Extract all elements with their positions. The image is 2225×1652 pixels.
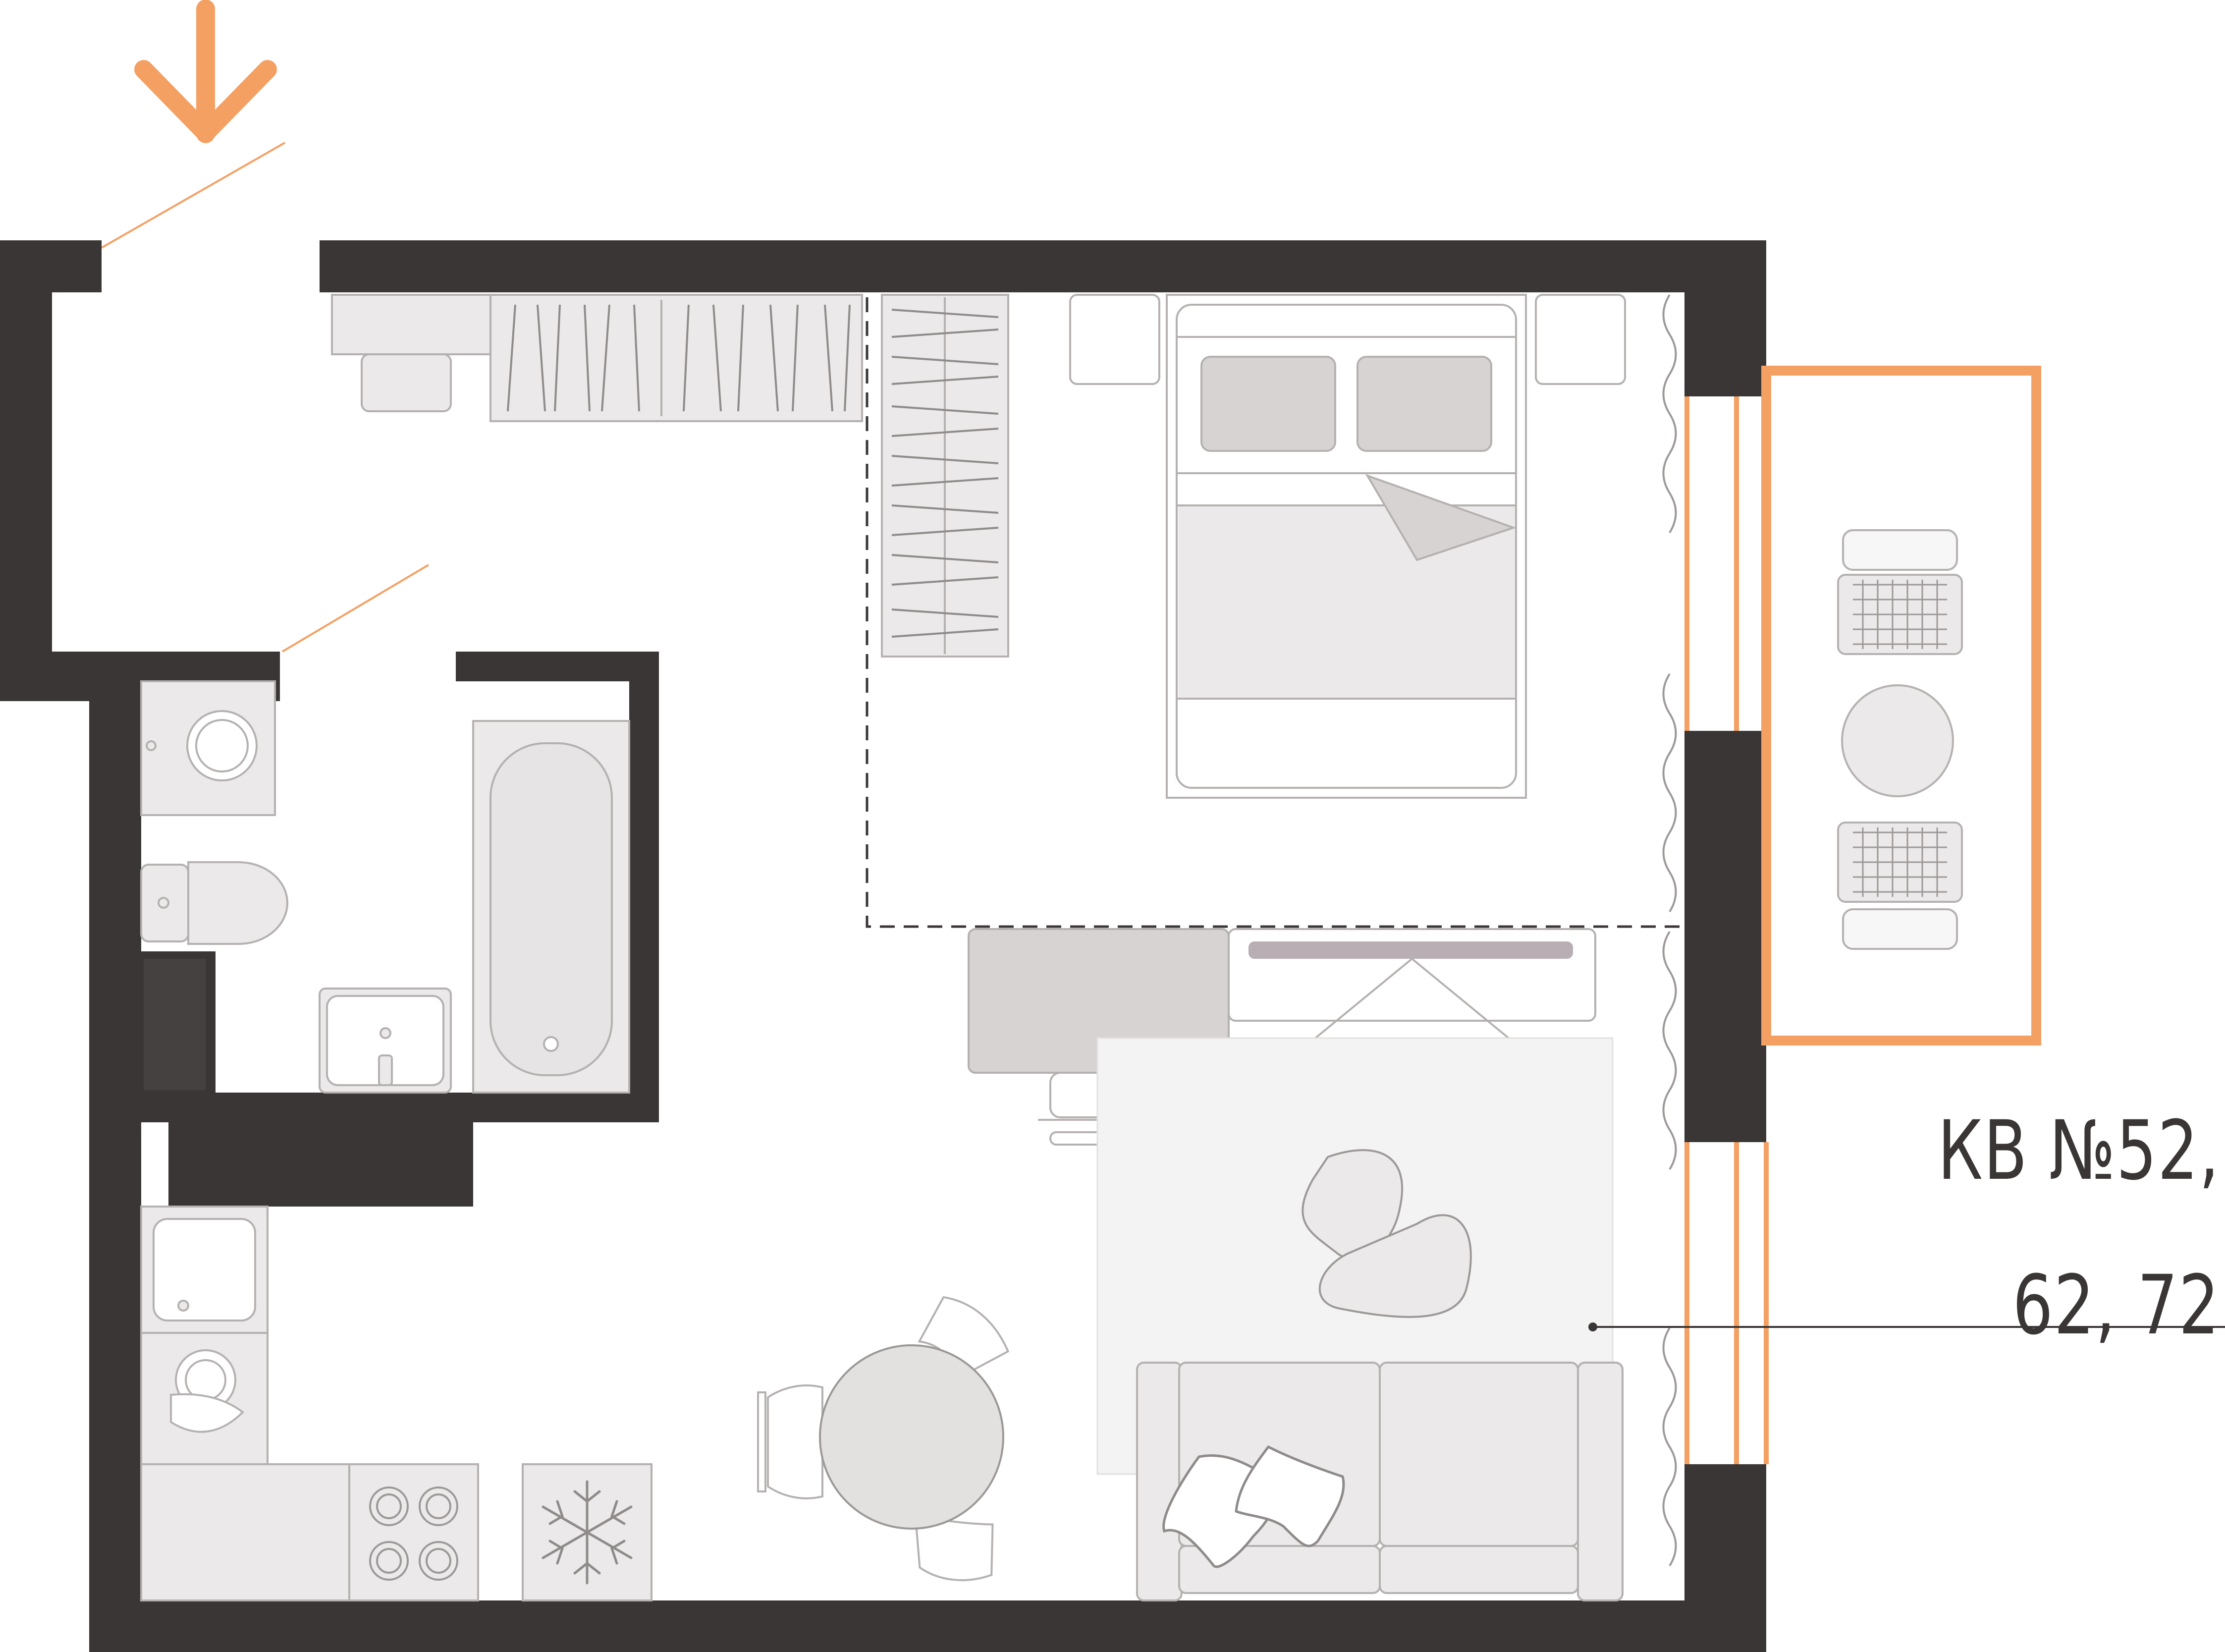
sink bbox=[319, 988, 452, 1094]
arrow-down-icon bbox=[134, 0, 277, 143]
apartment-number-label-continued: 62, 72 bbox=[2012, 1258, 2220, 1353]
balcony-chair-bottom bbox=[1837, 822, 1963, 950]
kitchen-sink bbox=[140, 1206, 269, 1334]
hall-console bbox=[331, 294, 491, 412]
tv-unit bbox=[1228, 928, 1596, 1039]
washing-machine bbox=[140, 680, 276, 816]
balcony-chair-top bbox=[1837, 529, 1963, 655]
dining-table bbox=[819, 1344, 1004, 1530]
cooktop bbox=[348, 1463, 479, 1601]
sofa-cushions bbox=[1162, 1445, 1345, 1568]
curtains bbox=[1662, 294, 1677, 1567]
shaft-block bbox=[144, 959, 206, 1090]
bathtub bbox=[472, 720, 630, 1094]
balcony bbox=[1684, 366, 2041, 1464]
bed bbox=[1069, 294, 1626, 799]
entrance-door-line bbox=[101, 142, 285, 249]
wardrobe-side bbox=[881, 294, 1009, 658]
bathroom-door-line bbox=[281, 564, 430, 653]
wardrobe-top bbox=[489, 294, 863, 422]
bedroom-zone-outline bbox=[866, 297, 1684, 928]
toilet bbox=[140, 861, 289, 945]
kitchen-counter bbox=[140, 1463, 350, 1601]
dishwasher bbox=[140, 1332, 269, 1465]
apartment-number-label: КВ №52, bbox=[1937, 1103, 2220, 1198]
snowflake-icon bbox=[542, 1480, 633, 1585]
coffee-table-2 bbox=[1318, 1214, 1472, 1318]
balcony-table bbox=[1841, 684, 1954, 797]
fridge bbox=[522, 1463, 652, 1601]
